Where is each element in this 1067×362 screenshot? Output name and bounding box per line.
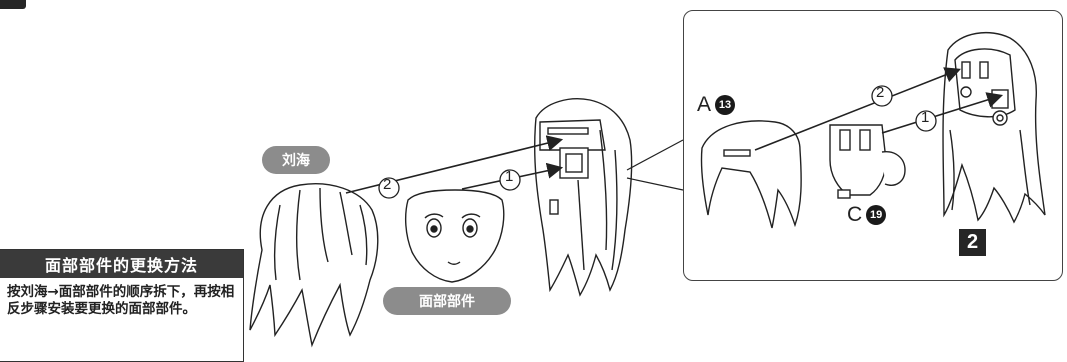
callout-line-top (626, 139, 684, 171)
step-number-badge: 2 (959, 229, 986, 256)
face-part-label: 面部部件 (383, 287, 511, 315)
face-part (404, 189, 505, 283)
head-assembly-left (534, 98, 633, 297)
bangs-label: 刘海 (262, 146, 330, 174)
callout-line-bottom (626, 177, 684, 191)
arrow-part-c (881, 92, 1004, 134)
info-box: 面部部件的更换方法 按刘海→面部部件的顺序拆下，再按相反步骤安装要更换的面部部件… (0, 249, 244, 362)
bangs-part (249, 183, 379, 348)
step1-label-left: 1 (505, 168, 514, 185)
step2-label-right: 2 (876, 84, 885, 101)
info-box-title: 面部部件的更换方法 (0, 250, 243, 278)
step1-marker-left (499, 169, 521, 191)
detail-panel (683, 10, 1063, 281)
part-c (829, 124, 906, 199)
part-a-number: 13 (715, 95, 736, 115)
step2-marker-right (871, 85, 893, 107)
step2-marker-left (378, 177, 400, 199)
head-assembly-right (942, 31, 1046, 224)
arrow-bangs-to-head (345, 135, 564, 194)
arrow-part-a (754, 67, 961, 151)
step2-label-left: 2 (383, 176, 392, 193)
step1-label-right: 1 (921, 109, 930, 126)
part-a (700, 120, 802, 229)
step1-marker-right (915, 110, 937, 132)
info-box-text: 按刘海→面部部件的顺序拆下，再按相反步骤安装要更换的面部部件。 (7, 284, 235, 317)
corner-tab (0, 0, 26, 9)
part-c-number: 19 (866, 205, 887, 225)
